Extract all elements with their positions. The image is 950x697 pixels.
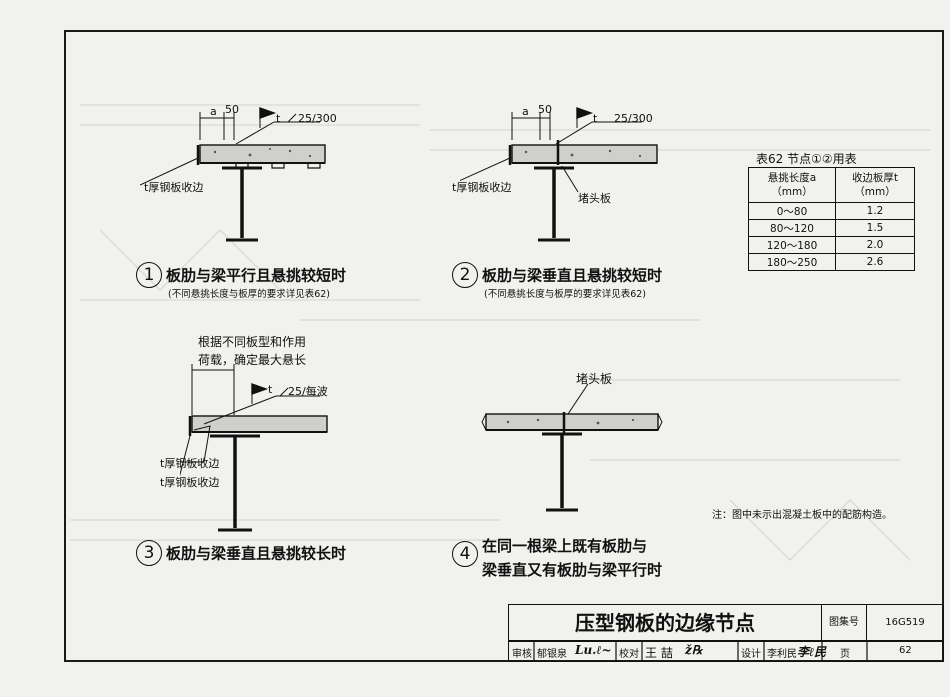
detail-2-stop-label: 堵头板	[578, 192, 611, 205]
detail-1-title: 板肋与梁平行且悬挑较短时	[166, 266, 347, 285]
detail-1-dim-a: a	[210, 105, 217, 118]
review-label: 审核	[512, 649, 532, 660]
signature-row: 审核 郁银泉 Lu.ℓ~ 校对 王 喆 ž℞ 设计 李利民 李ℓ民 页 62	[508, 640, 944, 662]
detail-1-weld-spec: 25/300	[298, 112, 337, 125]
detail-2-subtitle: (不同悬挑长度与板厚的要求详见表62)	[484, 289, 647, 300]
drawing-frame	[64, 30, 944, 662]
detail-3-note-line1: 根据不同板型和作用	[198, 335, 307, 349]
reviewer-signature: Lu.ℓ~	[575, 643, 612, 657]
designer-signature: 李ℓ民	[797, 645, 827, 659]
detail-2-weld-spec: 25/300	[614, 112, 653, 125]
detail-3-note-line2: 荷载，确定最大悬长	[198, 353, 307, 367]
detail-2-weld-t: t	[593, 112, 598, 125]
detail-1-drawing	[140, 107, 326, 242]
atlas-label: 图集号	[821, 604, 867, 642]
detail-4-number: 4	[452, 541, 478, 567]
detail-1-subtitle: (不同悬挑长度与板厚的要求详见表62)	[168, 289, 331, 300]
detail-3-edge-label-2: t厚钢板收边	[160, 476, 220, 489]
detail-4-stop-label: 堵头板	[576, 372, 613, 386]
detail-3-weld-spec: 25/每波	[288, 385, 328, 398]
design-label: 设计	[741, 649, 761, 660]
table-62-header-thickness: 收边板厚t（mm）	[835, 167, 915, 203]
page-label: 页	[840, 649, 850, 660]
title-block: 压型钢板的边缘节点 图集号 16G519	[508, 604, 944, 662]
atlas-number: 16G519	[866, 604, 944, 642]
detail-2-dim-a: a	[522, 105, 529, 118]
page-number: 62	[899, 645, 912, 656]
detail-2-edge-label: t厚钢板收边	[452, 181, 512, 194]
detail-2-title: 板肋与梁垂直且悬挑较短时	[482, 266, 663, 285]
table-62-caption: 表62 节点①②用表	[756, 152, 857, 166]
signature-row-dividers	[533, 640, 868, 662]
detail-2-number: 2	[452, 262, 478, 288]
detail-3-drawing	[180, 364, 328, 532]
detail-3-edge-label-1: t厚钢板收边	[160, 457, 220, 470]
detail-1-weld-t: t	[276, 112, 281, 125]
reviewer-name: 郁银泉	[537, 649, 567, 660]
detail-3-title: 板肋与梁垂直且悬挑较长时	[166, 544, 347, 563]
drawing-title: 压型钢板的边缘节点	[508, 604, 822, 642]
detail-4-title-line2: 梁垂直又有板肋与梁平行时	[482, 561, 663, 579]
detail-3-weld-t: t	[268, 383, 273, 396]
detail-1-dim-50: 50	[225, 103, 239, 116]
detail-1-number: 1	[136, 262, 162, 288]
checker-name: 王 喆	[645, 646, 673, 660]
detail-4-drawing	[481, 383, 663, 512]
detail-2-drawing	[460, 107, 658, 242]
table-62-header-length: 悬挑长度a（mm）	[748, 167, 836, 203]
detail-1-edge-label: t厚钢板收边	[144, 181, 204, 194]
detail-2-dim-50: 50	[538, 103, 552, 116]
designer-name: 李利民	[767, 649, 797, 660]
detail-3-number: 3	[136, 540, 162, 566]
checker-signature: ž℞	[685, 643, 703, 657]
drawing-note: 注：图中未示出混凝土板中的配筋构造。	[712, 510, 892, 521]
check-label: 校对	[619, 649, 639, 660]
detail-4-title-line1: 在同一根梁上既有板肋与	[482, 537, 648, 555]
